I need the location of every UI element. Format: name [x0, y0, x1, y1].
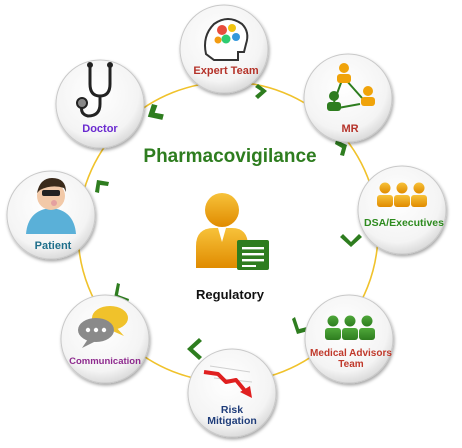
node-label-mr: MR — [341, 123, 358, 135]
arrow-dsa-to-medical — [340, 234, 362, 247]
node-label-risk-line1: Risk — [221, 404, 243, 416]
node-label-medical-advisors-line2: Team — [338, 359, 363, 370]
node-medical-advisors-team[interactable]: Medical Advisors Team — [304, 294, 394, 384]
node-label-medical-advisors-line1: Medical Advisors — [310, 348, 392, 359]
brain-gears-icon — [204, 18, 249, 61]
arrow-doctor-to-expert — [147, 103, 164, 120]
node-mr[interactable]: MR — [303, 53, 393, 143]
stethoscope-icon — [76, 62, 113, 118]
node-label-communication: Communication — [69, 356, 141, 367]
speech-bubbles-icon — [78, 306, 128, 348]
node-communication[interactable]: Communication — [60, 294, 150, 384]
arrow-risk-to-communication — [187, 338, 202, 360]
node-label-doctor: Doctor — [82, 123, 118, 135]
node-doctor[interactable]: Doctor — [55, 59, 145, 149]
node-patient[interactable]: Patient — [6, 170, 96, 260]
node-risk-mitigation[interactable]: Risk Mitigation — [187, 348, 277, 438]
node-label-expert-team: Expert Team — [193, 65, 258, 77]
regulatory-person-document-icon — [196, 193, 269, 270]
arrow-expert-to-mr — [255, 84, 267, 99]
people-group-green-icon — [325, 315, 375, 340]
diagram-title: Pharmacovigilance — [143, 146, 316, 167]
node-dsa-executives[interactable]: DSA/Executives — [357, 165, 447, 255]
people-group-orange-icon — [377, 182, 427, 207]
arrow-mr-to-dsa — [335, 140, 347, 156]
arrow-patient-to-doctor — [95, 180, 109, 193]
node-expert-team[interactable]: Expert Team — [179, 4, 269, 94]
patient-icon — [26, 178, 76, 234]
node-label-dsa-executives: DSA/Executives — [364, 217, 444, 229]
node-label-patient: Patient — [35, 240, 72, 252]
center-label: Regulatory — [196, 287, 265, 302]
declining-arrow-icon — [203, 365, 253, 398]
node-label-risk-line2: Mitigation — [207, 415, 257, 427]
